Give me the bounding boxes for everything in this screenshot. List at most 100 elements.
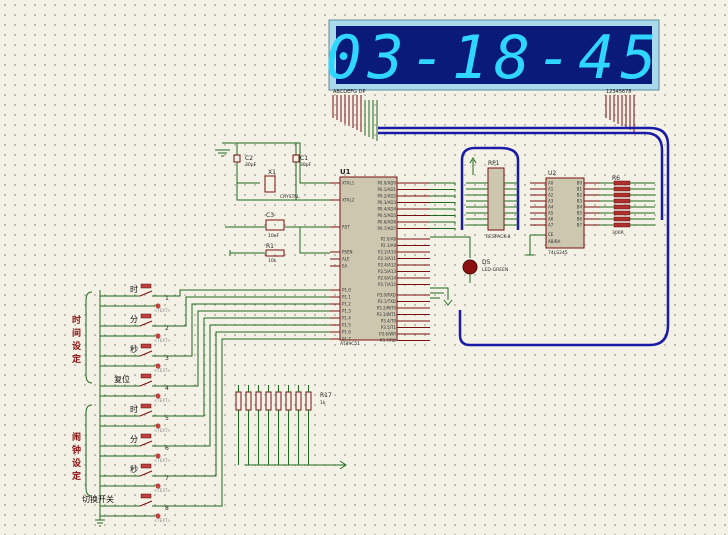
button-number: 4 [165,385,169,392]
d5-led[interactable]: D5 LED-GREEN [430,236,508,283]
rp1-resistor-pack[interactable]: RP1 RESPACK-8 [469,157,510,240]
c1-ref: C1 [300,155,308,162]
u2-pin-label: B3 [577,199,583,204]
u2-part: 74LS245 [548,250,568,256]
reset-circuit: C3 10uF R1 10k [225,212,330,264]
u1-left-pins: XTAL1XTAL2RSTPSENALEEAP1.0P1.1P1.2P1.3P1… [330,181,355,342]
u1-pin-label: P0.3/AD3 [378,200,397,205]
u1-pin-label: P0.5/AD5 [378,213,397,218]
button-placeholder: <TEXT> [154,338,171,343]
p0-wire [430,189,456,192]
button-terminal [155,303,161,309]
seven-segment-display[interactable]: 03-18-45 ABCDEFG DP 12345678 [326,19,663,95]
button-number: 8 [165,505,169,512]
alarm-set-label: 闹 钟 设 定 [71,431,82,482]
push-button[interactable]: 秒7<TEXT> [100,463,171,493]
x1-value: CRYSTAL [280,194,300,200]
button-wire [100,505,170,517]
button-contact [139,440,153,447]
r6-resistor [613,216,631,222]
p0-wire [430,221,456,224]
push-button[interactable]: 秒3<TEXT> [100,343,171,373]
r6-resistor [613,204,631,210]
button-contact [139,500,153,507]
display-seg-pin-label: ABCDEFG DP [333,89,365,95]
u2-pin-label: B2 [577,193,583,198]
p0-wire [430,182,456,185]
p0-wire [430,228,456,231]
u2-pin-label: A4 [548,205,554,210]
push-button[interactable]: 复位4<TEXT> [100,373,171,403]
push-button[interactable]: 时1<TEXT> [100,283,171,313]
c1-value: 30pF [300,162,312,168]
u1-pin-label: P1.3 [342,309,351,314]
u2-pin-label: A2 [548,193,554,198]
button-placeholder: <TEXT> [154,398,171,403]
time-set-char-4: 定 [71,353,82,365]
u1-pin-label: P0.4/AD4 [378,207,397,212]
push-button[interactable]: 分6<TEXT> [100,433,171,463]
d5-value: LED-GREEN [482,267,508,273]
button-number: 6 [165,445,169,452]
u1-pin-label: P2.7/A15 [378,282,396,287]
u1-pin-label: P3.0/RXD [377,293,396,298]
button-wire [100,325,170,337]
r17-resistor [305,391,312,411]
p1-wire [170,310,330,387]
u1-part: AT89C51 [340,341,360,347]
u2-ab-label: AB/BA [548,239,561,244]
rp1-part: RESPACK-8 [486,234,510,240]
display-segment-pins [332,95,378,141]
u1-pin-label: P3.3/INT1 [377,312,397,317]
r17-resistor-array[interactable]: R17 1k [235,385,332,465]
u1-pin-label: P2.5/A13 [378,269,396,274]
button-cap [140,343,152,349]
u1-pin-label: P3.2/INT0 [377,306,397,311]
u2-ref: U2 [548,170,556,177]
u2-pin-label: A1 [548,187,554,192]
r6-resistor [613,222,631,228]
r6-resistor-array[interactable]: R6 300R [600,175,655,236]
u1-pin-label: P0.2/AD2 [378,194,397,199]
push-button[interactable]: 分2<TEXT> [100,313,171,343]
alarm-set-char-3: 设 [72,457,82,469]
r6-resistor [613,210,631,216]
rp1-ref: RP1 [488,160,500,167]
u1-pin-label: P1.5 [342,323,351,328]
r1-ref: R1 [266,243,274,250]
button-number: 5 [165,415,169,422]
u1-pin-label: XTAL2 [342,198,355,203]
u1-pin-label: RST [342,225,350,230]
button-contact [139,350,153,357]
r17-resistor [295,391,302,411]
display-digits: 03-18-45 [326,23,663,93]
u1-pin-label: P2.6/A14 [378,276,396,281]
u1-microcontroller[interactable]: U1 AT89C51 XTAL1XTAL2RSTPSENALEEAP1.0P1.… [330,168,456,347]
u1-pin-label: EA [342,264,348,269]
button-placeholder: <TEXT> [154,428,171,433]
u1-pin-label: P3.5/T1 [381,325,397,330]
u1-pin-label: P0.1/AD1 [378,187,397,192]
push-button[interactable]: 时5<TEXT> [100,403,171,433]
button-terminal [155,483,161,489]
r6-part: 300R [612,230,624,236]
button-wire [100,475,170,487]
u2-pin-label: B5 [577,211,583,216]
u1-pin-label: P1.6 [342,330,351,335]
r6-resistor [613,198,631,204]
r6-ref: R6 [612,175,620,182]
display-digit-pin-label: 12345678 [606,89,631,95]
button-terminal [155,513,161,519]
button-cap [140,493,152,499]
u1-pin-label: P1.0 [342,288,351,293]
button-terminal [155,423,161,429]
u1-pin-label: P2.0/A8 [381,237,397,242]
button-cap [140,463,152,469]
p0-wire [430,202,456,205]
r17-value: 1k [320,400,326,406]
button-ground-bus [95,290,347,527]
u1-pin-label: P1.7 [342,337,351,342]
